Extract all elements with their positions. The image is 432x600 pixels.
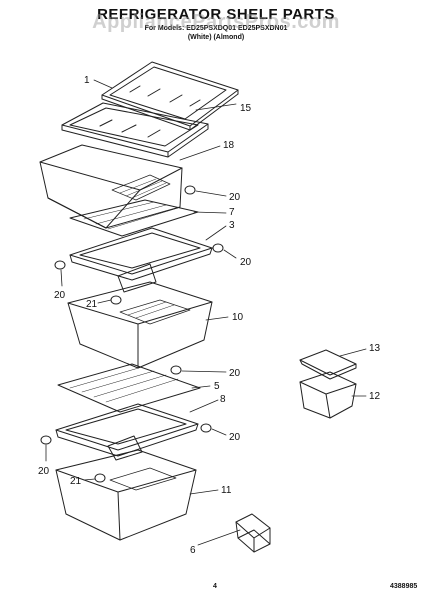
document-number: 4388985 <box>390 583 418 590</box>
part-15-glass-shelf <box>61 102 209 158</box>
model-colors: (White) (Almond) <box>187 34 245 41</box>
callout-20: 20 <box>229 192 241 203</box>
diagram-title: REFRIGERATOR SHELF PARTS <box>97 6 335 23</box>
callout-20: 20 <box>229 432 241 443</box>
part-12-dairy-bin <box>299 371 357 419</box>
callout-20: 20 <box>38 466 50 477</box>
part-13-dairy-door <box>299 349 357 380</box>
part-21-fastener <box>94 295 122 483</box>
watermark: AppliancePartsPros.com <box>92 11 340 33</box>
part-11-drawer <box>55 449 197 541</box>
callout-8: 8 <box>220 394 226 405</box>
part-7-crisper-cover <box>69 199 199 237</box>
leader-lines <box>45 79 367 546</box>
part-20-fastener <box>40 185 224 445</box>
part-3-cover-frame <box>69 227 213 293</box>
part-18-crisper-drawer <box>39 144 183 229</box>
callout-labels: 1 15 18 20 7 3 20 20 21 10 20 5 8 20 20 … <box>38 75 381 556</box>
callout-20: 20 <box>240 257 252 268</box>
callout-12: 12 <box>369 391 381 402</box>
callout-11: 11 <box>221 485 232 496</box>
part-10-crisper-drawer <box>67 281 213 369</box>
callout-13: 13 <box>369 343 381 354</box>
callout-1: 1 <box>84 75 90 86</box>
page-number: 4 <box>213 583 217 590</box>
part-6-bracket <box>235 513 271 553</box>
callout-15: 15 <box>240 103 252 114</box>
callout-18: 18 <box>223 140 235 151</box>
callout-21: 21 <box>70 476 82 487</box>
part-8-cover-frame <box>55 403 199 461</box>
part-5-crisper-cover <box>57 363 201 413</box>
callout-7: 7 <box>229 207 235 218</box>
callout-10: 10 <box>232 312 244 323</box>
callout-20: 20 <box>229 368 241 379</box>
callout-6: 6 <box>190 545 196 556</box>
callout-20: 20 <box>54 290 66 301</box>
callout-5: 5 <box>214 381 220 392</box>
callout-21: 21 <box>86 299 98 310</box>
callout-3: 3 <box>229 220 235 231</box>
model-numbers: For Models: ED25PSXDQ01 ED25PSXDN01 <box>144 25 288 32</box>
